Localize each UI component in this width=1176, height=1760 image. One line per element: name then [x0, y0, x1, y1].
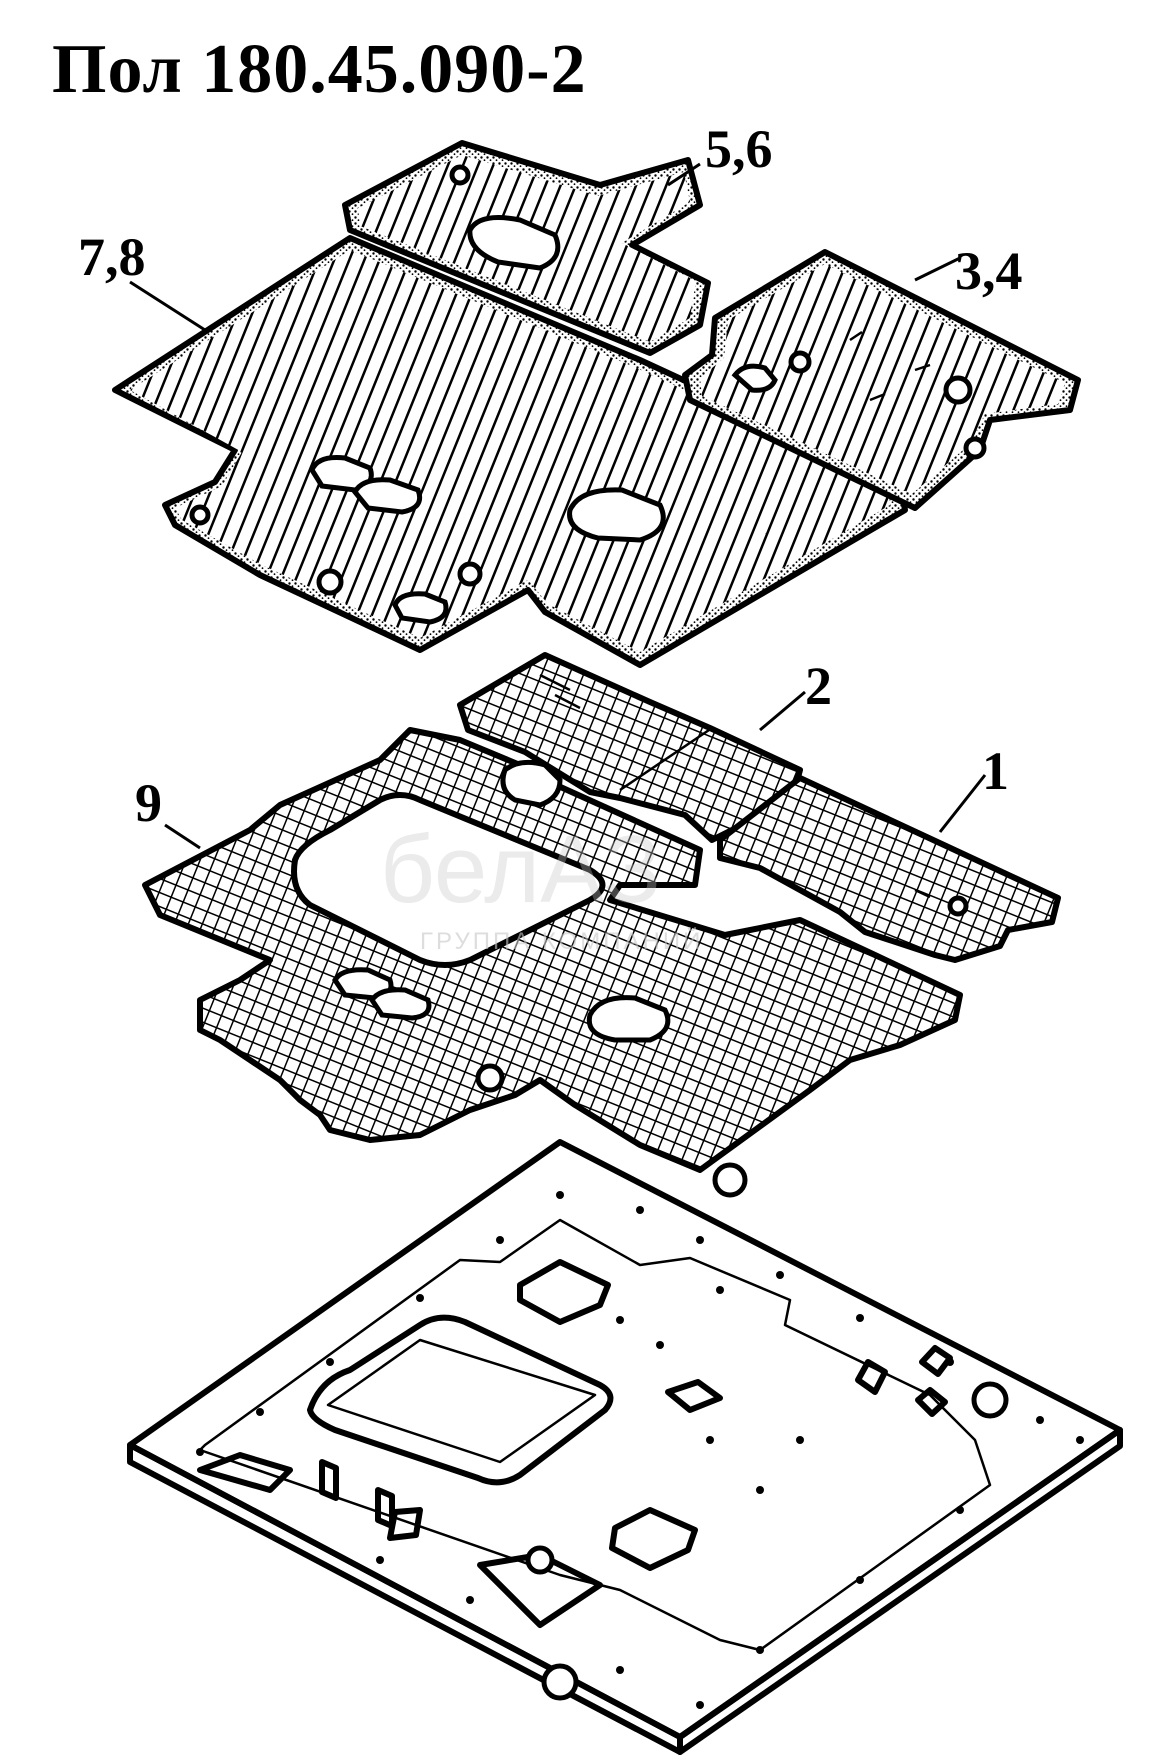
callout-1: 1 — [982, 741, 1009, 801]
mat-7-8 — [112, 235, 908, 668]
mat-9 — [142, 727, 963, 1173]
watermark-subtitle: ГРУППА КОМПАНИЙ — [420, 928, 704, 955]
callout-7-8: 7,8 — [78, 227, 146, 287]
page-title: Пол 180.45.090-2 — [52, 31, 587, 108]
mat-2 — [457, 652, 803, 843]
mat-3-4 — [682, 249, 1081, 511]
mat-1 — [717, 775, 1061, 963]
callout-9: 9 — [135, 773, 162, 833]
callout-5-6: 5,6 — [705, 119, 773, 179]
leader-lines — [129, 162, 987, 850]
callout-2: 2 — [805, 656, 832, 716]
watermark-brand: белАЗ — [380, 816, 662, 923]
mat-5-6 — [342, 140, 711, 356]
floor-base-plate — [127, 1139, 1123, 1755]
callout-3-4: 3,4 — [955, 241, 1023, 301]
